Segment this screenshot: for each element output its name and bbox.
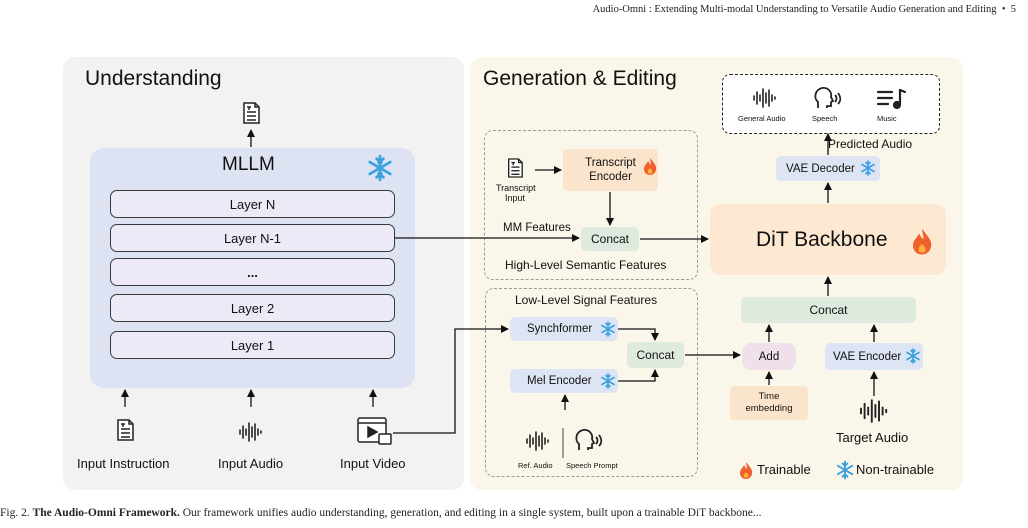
speech-prompt-label: Speech Prompt (566, 461, 618, 470)
arrow-synch-to-concat (618, 328, 659, 341)
transcript-input-label-1: Transcript (496, 183, 536, 193)
music-icon (876, 88, 907, 110)
dit-flame-icon (913, 229, 932, 255)
concat-main-box: Concat (741, 297, 916, 323)
high-level-region (484, 130, 698, 280)
output-document-icon (243, 102, 260, 124)
legend-flame-icon (740, 462, 753, 479)
low-level-region (485, 288, 698, 477)
layer-n-minus-1: Layer N-1 (110, 224, 395, 252)
layer-2: Layer 2 (110, 294, 395, 322)
time-embedding-line2: embedding (745, 403, 793, 414)
transcript-encoder-line1: Transcript (585, 157, 636, 169)
predicted-audio-label: Predicted Audio (828, 137, 913, 151)
generation-title: Generation & Editing (483, 67, 677, 90)
ref-audio-label: Ref. Audio (518, 461, 553, 470)
figure-caption: Fig. 2. The Audio-Omni Framework. Our fr… (0, 507, 762, 519)
layer-1: Layer 1 (110, 331, 395, 359)
synchformer-box: Synchformer (510, 317, 618, 341)
vae-encoder-box: VAE Encoder (825, 343, 923, 370)
concat-semantic-box: Concat (581, 227, 639, 251)
speech-prompt-icon (575, 428, 603, 451)
mel-encoder-label: Mel Encoder (527, 375, 592, 387)
dit-backbone-label: DiT Backbone (756, 227, 888, 251)
speech-output-icon (814, 86, 842, 109)
caption-rest: Our framework unifies audio understandin… (182, 507, 762, 519)
time-embedding-box: Time embedding (730, 386, 808, 420)
running-header: Audio-Omni : Extending Multi-modal Under… (593, 4, 1016, 15)
mel-encoder-snowflake-icon (601, 373, 615, 389)
ref-audio-icon (526, 431, 549, 451)
low-level-label: Low-Level Signal Features (515, 293, 658, 307)
legend-non-trainable-label: Non-trainable (856, 462, 935, 477)
music-output-label: Music (877, 114, 897, 123)
transcript-input-label-2: Input (505, 193, 526, 203)
time-embedding-line1: Time (758, 391, 780, 402)
target-audio-icon (860, 399, 888, 423)
mm-features-label: MM Features (503, 222, 571, 234)
vae-decoder-label: VAE Decoder (786, 162, 855, 175)
caption-bold: The Audio-Omni Framework. (32, 507, 180, 519)
high-level-label: High-Level Semantic Features (505, 258, 667, 272)
transcript-encoder-box: Transcript Encoder (563, 149, 658, 191)
running-title: Audio-Omni : Extending Multi-modal Under… (592, 4, 997, 15)
input-instruction-label: Input Instruction (77, 456, 170, 471)
vae-decoder-snowflake-icon (861, 160, 875, 176)
general-audio-label: General Audio (738, 114, 786, 123)
vae-encoder-snowflake-icon (906, 348, 920, 364)
input-audio-icon (239, 422, 262, 442)
speech-output-label: Speech (812, 114, 838, 123)
mllm-snowflake-large-icon (368, 154, 392, 182)
input-audio-label: Input Audio (218, 456, 284, 471)
target-audio-label: Target Audio (836, 430, 909, 445)
transcript-input-icon (508, 158, 523, 178)
synchformer-label: Synchformer (527, 323, 593, 335)
general-audio-icon (753, 88, 776, 108)
transcript-encoder-flame-icon (644, 158, 657, 175)
vae-encoder-label: VAE Encoder (833, 350, 902, 363)
input-video-label: Input Video (340, 456, 406, 471)
header-separator: • (1001, 4, 1006, 15)
caption-prefix: Fig. 2. (0, 507, 30, 519)
layer-ellipsis: ... (110, 258, 395, 286)
input-video-icon (357, 417, 392, 445)
page-number: 5 (1010, 4, 1016, 15)
arrow-video-to-synchformer (393, 325, 509, 434)
legend-snowflake-icon (836, 460, 854, 480)
concat-signal-box: Concat (627, 342, 684, 368)
dit-backbone-box: DiT Backbone (710, 204, 946, 275)
layer-n: Layer N (110, 190, 395, 218)
input-instruction-icon (117, 419, 134, 441)
understanding-title: Understanding (85, 67, 222, 90)
legend-trainable-label: Trainable (757, 462, 811, 477)
add-box: Add (742, 343, 796, 370)
mllm-label: MLLM (222, 154, 275, 175)
synchformer-snowflake-icon (601, 321, 615, 337)
mel-encoder-box: Mel Encoder (510, 369, 618, 393)
arrow-mel-to-concat (618, 369, 659, 382)
vae-decoder-box: VAE Decoder (776, 156, 880, 181)
transcript-encoder-line2: Encoder (589, 171, 632, 183)
